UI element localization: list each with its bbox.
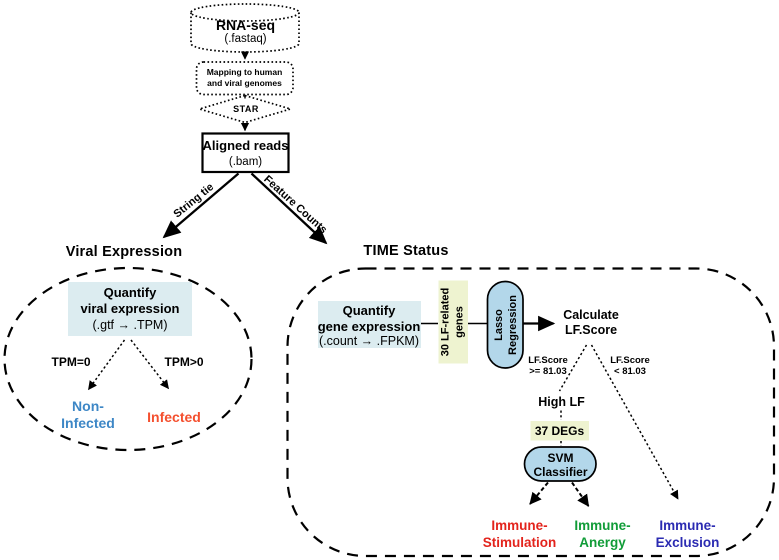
calculate-lfscore-label: Calculate LF.Score — [563, 308, 619, 337]
edge-score-low — [590, 344, 679, 500]
rnaseq-title: RNA-seq — [215, 17, 276, 33]
tpm-positive-label: TPM>0 — [164, 355, 204, 369]
score-lt-label: LF.Score < 81.03 — [610, 355, 650, 377]
result-immune-exclusion: Immune- Exclusion — [655, 518, 720, 550]
edge-svm-to-anergy — [571, 481, 590, 507]
svm-capsule-shape — [523, 446, 597, 482]
degs-label: 37 DEGs — [534, 423, 585, 438]
edge-stringtie-arrow — [162, 172, 240, 239]
time-status-boundary — [286, 267, 776, 558]
lasso-regression-label: Lasso Regression — [492, 294, 519, 355]
quantify-viral-label: Quantify viral expression (.gtf → .TPM) — [80, 285, 180, 332]
quantify-gene-label: Quantify gene expression (.count → .FPKM… — [317, 303, 421, 348]
result-non-infected: Non- Infected — [61, 398, 115, 431]
quantify-gene-box-shape — [318, 301, 421, 348]
aligned-reads-node-label: Aligned reads (.bam) — [202, 138, 289, 170]
result-immune-anergy: Immune- Anergy — [574, 518, 631, 550]
edge-tpm-positive — [130, 339, 170, 390]
high-lf-label: High LF — [538, 395, 585, 409]
score-ge-label: LF.Score >= 81.03 — [528, 355, 568, 377]
result-infected: Infected — [147, 409, 201, 425]
rnaseq-node-label: RNA-seq (.fastaq) — [216, 17, 275, 46]
viral-expression-heading: Viral Expression — [65, 244, 183, 260]
edge-featurecounts-arrow — [250, 172, 328, 245]
edge-score-high — [558, 344, 588, 392]
lf-genes-box-shape — [438, 280, 468, 364]
svm-classifier-label: SVM Classifier — [533, 450, 588, 480]
aligned-subtitle: (.bam) — [228, 155, 263, 168]
aligned-reads-box-shape — [201, 132, 290, 174]
quantify-viral-box-shape — [68, 282, 192, 336]
rnaseq-subtitle: (.fastaq) — [224, 33, 267, 46]
viral-expression-boundary — [3, 266, 253, 452]
time-status-heading: TIME Status — [363, 243, 449, 259]
edge-svm-to-stimulation — [529, 481, 549, 505]
tpm-zero-label: TPM=0 — [51, 355, 91, 369]
lasso-capsule-shape — [486, 280, 524, 369]
mapping-box-shape — [195, 61, 294, 96]
aligned-title: Aligned reads — [202, 138, 289, 153]
result-immune-stimulation: Immune- Stimulation — [482, 518, 557, 550]
rnaseq-cylinder-shape — [190, 3, 300, 53]
mapping-node-label: Mapping to human and viral genomes — [206, 67, 283, 88]
degs-box-shape — [530, 421, 589, 441]
star-node-label: STAR — [233, 103, 259, 114]
lf-genes-label: 30 LF-related genes — [439, 287, 466, 356]
edge-tpm-zero — [87, 339, 126, 391]
